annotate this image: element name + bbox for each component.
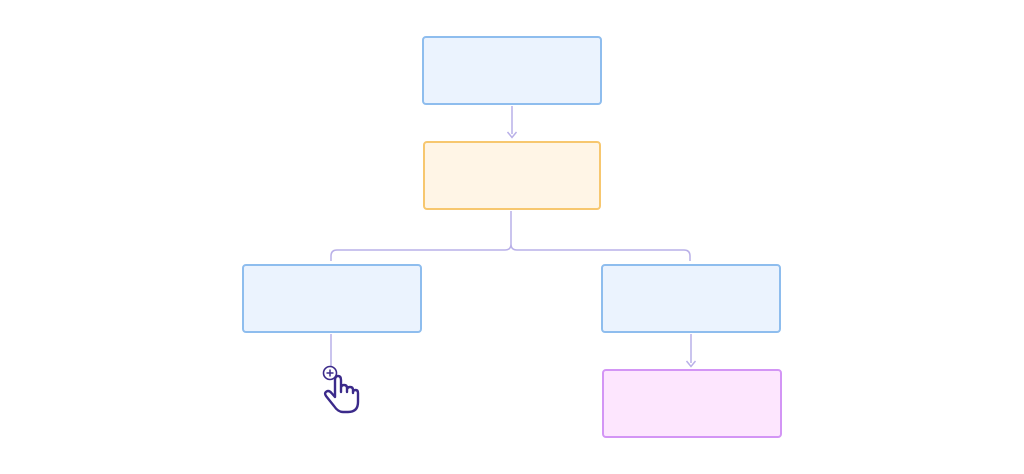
left-child-node[interactable] [242, 264, 422, 333]
second-level-node[interactable] [423, 141, 601, 210]
hand-pointer-add-icon [322, 365, 360, 414]
connector-second-to-branch [330, 211, 691, 261]
right-grandchild-node[interactable] [602, 369, 782, 438]
arrowhead-right-child-to-grandchild [685, 360, 697, 368]
arrowhead-root-to-second [506, 131, 518, 139]
right-child-node[interactable] [601, 264, 781, 333]
root-node[interactable] [422, 36, 602, 105]
